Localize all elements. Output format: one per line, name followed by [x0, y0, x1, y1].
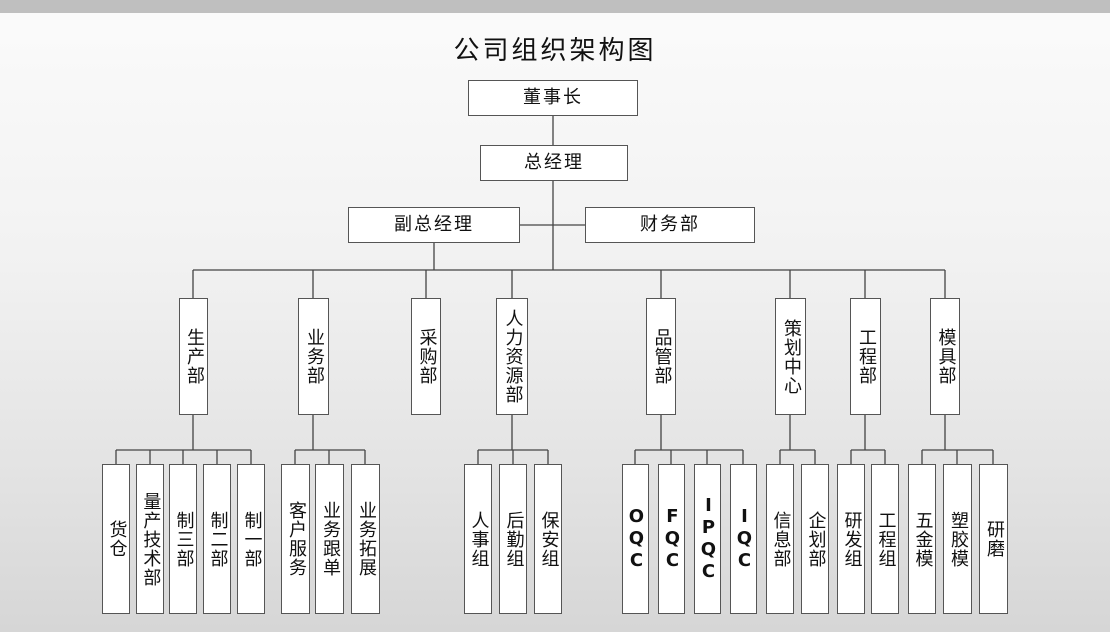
- dept-purchasing: 采购部: [411, 298, 441, 415]
- node-gm: 总经理: [480, 145, 628, 181]
- unit-engineering-group: 工程组: [871, 464, 899, 614]
- unit-grinding: 研磨: [979, 464, 1008, 614]
- dept-planning: 策划中心: [775, 298, 806, 415]
- dept-engineering: 工程部: [850, 298, 881, 415]
- node-vice-gm: 副总经理: [348, 207, 520, 243]
- node-finance: 财务部: [585, 207, 755, 243]
- chart-title: 公司组织架构图: [453, 36, 657, 66]
- unit-information: 信息部: [766, 464, 794, 614]
- dept-quality: 品管部: [646, 298, 676, 415]
- unit-order-follow-up: 业务跟单: [315, 464, 344, 614]
- unit-security: 保安组: [534, 464, 562, 614]
- unit-manufacturing-2: 制二部: [203, 464, 231, 614]
- dept-business: 业务部: [298, 298, 329, 415]
- dept-hr: 人力资源部: [496, 298, 528, 415]
- unit-oqc: OQC: [622, 464, 649, 614]
- unit-plastic-mold: 塑胶模: [943, 464, 972, 614]
- unit-hardware-mold: 五金模: [908, 464, 936, 614]
- unit-business-expansion: 业务拓展: [351, 464, 380, 614]
- top-bar: [0, 0, 1110, 13]
- unit-logistics: 后勤组: [499, 464, 527, 614]
- unit-mass-production-tech: 量产技术部: [136, 464, 164, 614]
- dept-mold: 模具部: [930, 298, 960, 415]
- dept-production: 生产部: [179, 298, 208, 415]
- node-chairman: 董事长: [468, 80, 638, 116]
- unit-warehouse: 货仓: [102, 464, 130, 614]
- unit-customer-service: 客户服务: [281, 464, 310, 614]
- unit-rnd: 研发组: [837, 464, 865, 614]
- unit-fqc: FQC: [658, 464, 685, 614]
- unit-ipqc: IPQC: [694, 464, 721, 614]
- unit-manufacturing-3: 制三部: [169, 464, 197, 614]
- unit-iqc: IQC: [730, 464, 757, 614]
- unit-personnel: 人事组: [464, 464, 492, 614]
- unit-manufacturing-1: 制一部: [237, 464, 265, 614]
- unit-corporate-planning: 企划部: [801, 464, 829, 614]
